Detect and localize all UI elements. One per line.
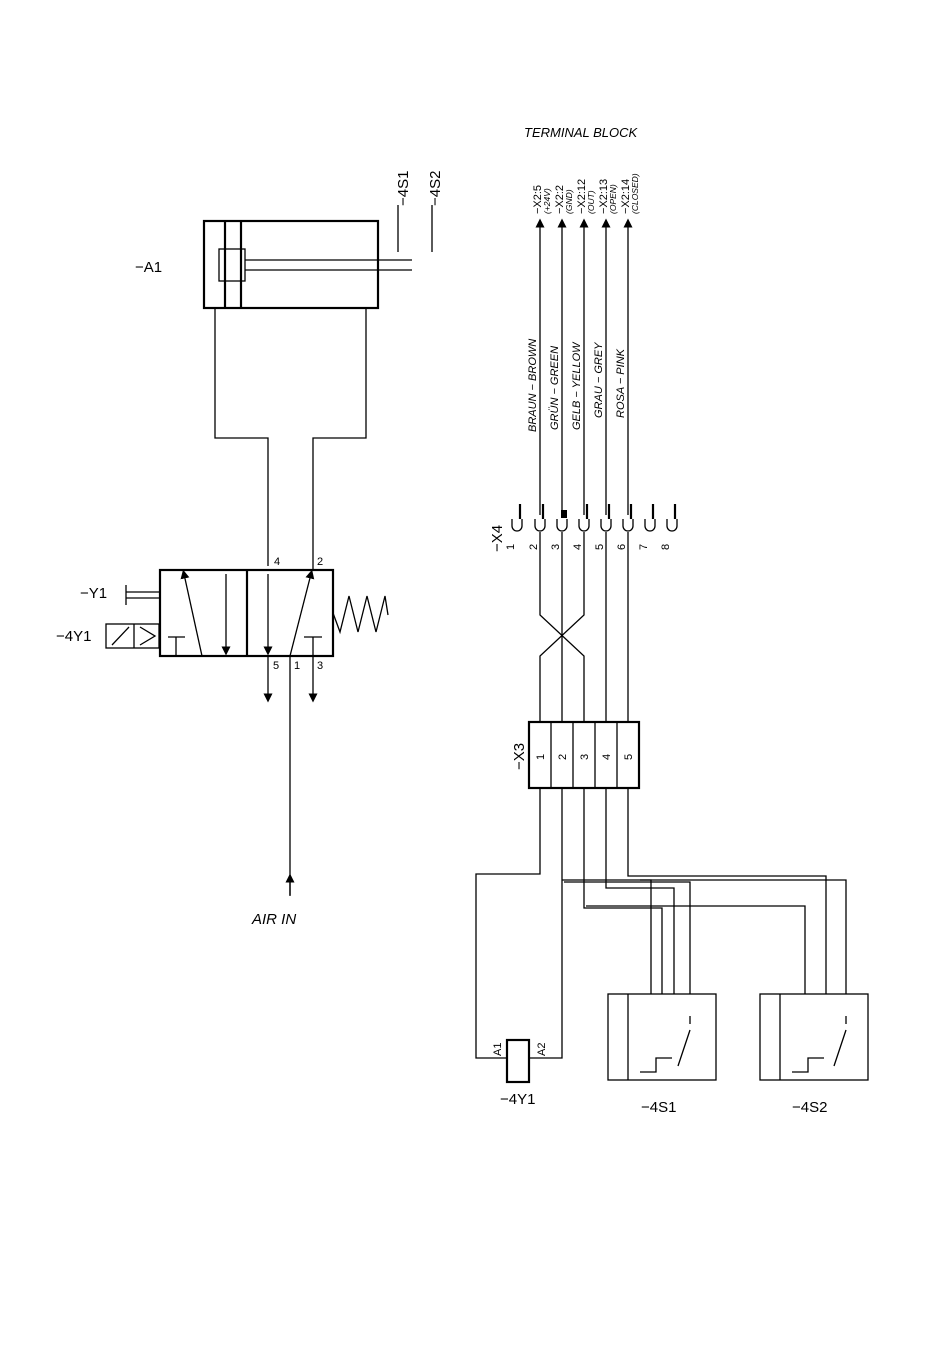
wire-to-4s2-c: [628, 788, 826, 994]
solenoid-4y1: [106, 624, 159, 648]
x4-pin-2: 2: [528, 544, 540, 550]
coil-a2-label: A2: [536, 1043, 548, 1056]
x4-pin-1: 1: [505, 544, 517, 550]
air-in-label: AIR IN: [251, 911, 296, 928]
x4-pin-3: 3: [550, 544, 562, 550]
sensor-4s1-box-label: −4S1: [641, 1099, 676, 1116]
terminal-note-2: (GND): [564, 189, 574, 214]
x3-cell-2: 2: [557, 754, 569, 760]
terminal-note-1: (+24V): [542, 188, 552, 214]
wire-label-grey: GRAU − GREY: [593, 342, 605, 418]
terminal-note-5: (CLOSED): [630, 173, 640, 214]
coil-wire-a2: [529, 788, 562, 1058]
port-5-label: 5: [273, 660, 279, 672]
electrical-circuit: TERMINAL BLOCK −X2:5 (+24V) −X2:2 (GND) …: [476, 125, 868, 1116]
port-4-label: 4: [274, 556, 280, 568]
coil-label: −4Y1: [500, 1091, 535, 1108]
coil-4y1: [507, 1040, 529, 1082]
x3-cell-3: 3: [579, 754, 591, 760]
x4-pin-7: 7: [638, 544, 650, 550]
sensor-4s2: [760, 994, 868, 1080]
x3-cell-1: 1: [535, 754, 547, 760]
wire-to-4s1-c: [606, 788, 674, 994]
wire-label-green: GRÜN − GREEN: [549, 346, 561, 430]
wire-label-pink: ROSA − PINK: [615, 348, 627, 418]
x4-pin-8: 8: [660, 544, 672, 550]
air-line-b: [313, 308, 366, 570]
wire-to-4s1-a: [562, 880, 651, 994]
valve-spring: [333, 596, 388, 632]
wire-to-4s2-b: [586, 906, 805, 994]
port-2-label: 2: [317, 556, 323, 568]
x3-cell-5: 5: [623, 754, 635, 760]
wire-to-4s1-b: [584, 788, 662, 994]
x4-label: −X4: [489, 525, 506, 552]
sensor-4s2-box-label: −4S2: [792, 1099, 827, 1116]
valve-5-2: [160, 570, 333, 656]
sensor-4s2-label: −4S2: [427, 171, 444, 206]
coil-a1-label: A1: [492, 1043, 504, 1056]
x4-pin-4: 4: [572, 544, 584, 550]
x4-pin-5: 5: [594, 544, 606, 550]
wire-label-yellow: GELB − YELLOW: [571, 341, 583, 430]
pneumatic-circuit: −A1 −4S1 −4S2 −Y1: [56, 171, 444, 928]
terminal-note-4: (OPEN): [608, 184, 618, 214]
x3-cell-4: 4: [601, 754, 613, 760]
x3-label: −X3: [511, 743, 528, 770]
cylinder-a1: [204, 221, 412, 308]
solenoid-label: −4Y1: [56, 628, 91, 645]
wire-to-4s2-d: [640, 880, 846, 994]
terminal-note-3: (OUT): [586, 190, 596, 214]
port-3-label: 3: [317, 660, 323, 672]
sensor-4s1-label: −4S1: [395, 171, 412, 206]
terminal-block-title: TERMINAL BLOCK: [524, 125, 639, 140]
air-line-a: [215, 308, 268, 566]
cylinder-label: −A1: [135, 259, 162, 276]
wire-label-brown: BRAUN − BROWN: [527, 339, 539, 432]
wire-to-4s2-a: [564, 882, 690, 994]
connector-x4-pins: [512, 504, 677, 531]
x4-pin-6: 6: [616, 544, 628, 550]
sensor-4s1: [608, 994, 716, 1080]
coil-wire-a1: [476, 788, 540, 1058]
port-1-label: 1: [294, 660, 300, 672]
manual-actuator-label: −Y1: [80, 585, 107, 602]
